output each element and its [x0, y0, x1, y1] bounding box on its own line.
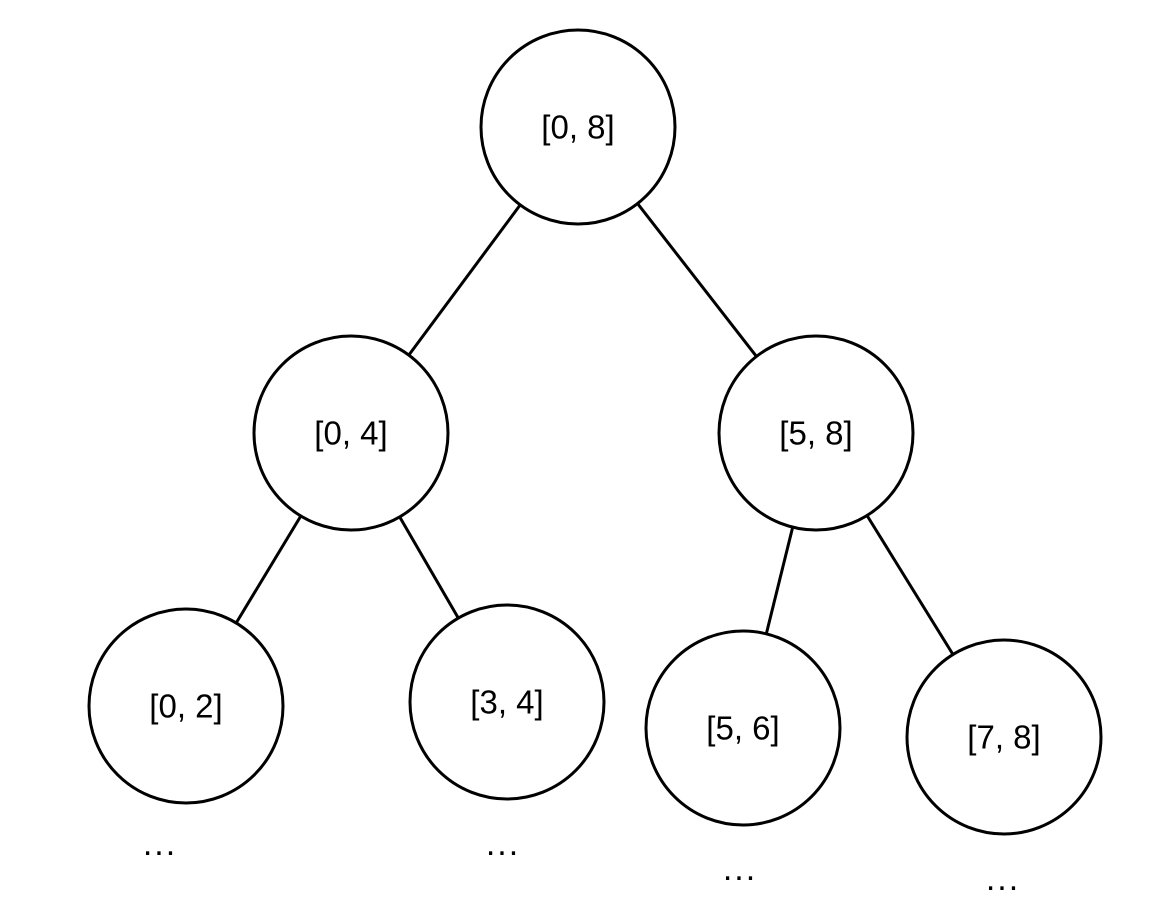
node-label-interval-3-4: [3, 4]: [470, 684, 543, 721]
node-circle-interval-5-6: [644, 629, 842, 827]
edge-interval-0-4-to-interval-3-4: [398, 516, 460, 619]
node-label-interval-5-6: [5, 6]: [706, 710, 779, 747]
edge-interval-0-4-to-interval-0-2: [234, 515, 303, 624]
edge-interval-0-8-to-interval-0-4: [407, 204, 522, 356]
node-circle-interval-5-8: [717, 334, 915, 532]
node-interval-0-4: [0, 4]: [252, 334, 450, 532]
continuation-ellipsis-marker: ...: [486, 825, 520, 863]
node-interval-5-6: [5, 6]: [644, 629, 842, 827]
continuation-ellipsis-marker: ...: [986, 860, 1020, 898]
node-circle-interval-0-8: [479, 28, 677, 226]
continuation-ellipsis-marker: ...: [143, 825, 177, 863]
edge-interval-5-8-to-interval-5-6: [764, 526, 795, 635]
continuation-ellipsis-marker: ...: [723, 850, 757, 888]
node-label-interval-7-8: [7, 8]: [967, 719, 1040, 756]
edge-interval-0-8-to-interval-5-8: [636, 202, 758, 358]
node-interval-5-8: [5, 8]: [717, 334, 915, 532]
node-circle-interval-0-2: [87, 607, 285, 805]
node-circle-interval-7-8: [905, 638, 1103, 836]
node-interval-0-8: [0, 8]: [479, 28, 677, 226]
node-interval-3-4: [3, 4]: [408, 603, 606, 801]
node-interval-7-8: [7, 8]: [905, 638, 1103, 836]
node-label-interval-0-2: [0, 2]: [149, 688, 222, 725]
node-label-interval-0-8: [0, 8]: [541, 109, 614, 146]
node-interval-0-2: [0, 2]: [87, 607, 285, 805]
node-label-interval-5-8: [5, 8]: [779, 415, 852, 452]
node-circle-interval-3-4: [408, 603, 606, 801]
node-label-interval-0-4: [0, 4]: [314, 415, 387, 452]
edge-interval-5-8-to-interval-7-8: [865, 514, 955, 656]
node-circle-interval-0-4: [252, 334, 450, 532]
